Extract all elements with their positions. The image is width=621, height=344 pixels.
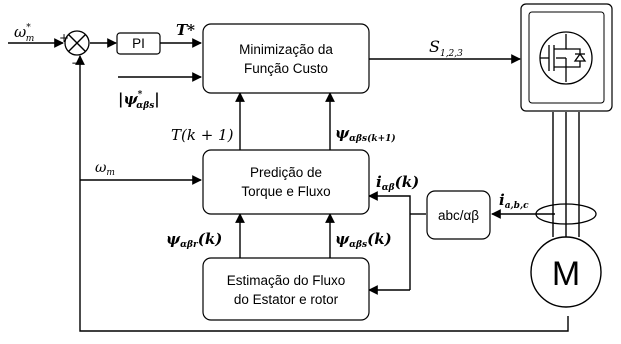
estimation-label-1: Estimação do Fluxo: [227, 273, 346, 288]
sum-plus-sign: +: [59, 31, 69, 45]
switching-states-label: S1,2,3: [429, 37, 463, 59]
summing-junction: [64, 30, 90, 56]
torque-prediction-label: T(k + 1): [171, 126, 234, 144]
flux-estimation-block: [202, 257, 370, 321]
cost-function-label-1: Minimização da: [239, 42, 333, 57]
prediction-block: [202, 149, 370, 215]
prediction-label-1: Predição de: [250, 165, 322, 180]
pi-label: PI: [132, 36, 145, 51]
motor-label: M: [552, 255, 580, 293]
speed-measure-label: ωm: [95, 160, 115, 178]
transistor-icon: [539, 31, 593, 85]
speed-ref-label: ω*m: [14, 23, 34, 44]
flux-ref-label: |ψ*αβs|: [118, 90, 160, 111]
current-sensor: [535, 203, 597, 225]
abc-alphabeta-block: [426, 190, 491, 240]
speed-feedback-wire: [75, 55, 569, 332]
flux-prediction-label: ψαβs(k+1): [335, 124, 396, 144]
pi-controller-block: [116, 32, 161, 55]
stator-flux-label: ψαβs(k): [335, 230, 392, 250]
rotor-flux-label: ψαβr(k): [166, 230, 222, 250]
phase-current-label: ia,b,c: [499, 191, 529, 211]
estimation-label-2: do Estator e rotor: [234, 292, 339, 307]
prediction-label-2: Torque e Fluxo: [241, 184, 330, 199]
current-to-prediction-wire: [368, 191, 411, 290]
torque-ref-label: T*: [176, 21, 195, 39]
cost-function-label-2: Função Custo: [244, 61, 328, 76]
cost-function-block: [202, 23, 370, 94]
inverter-block: [520, 3, 613, 112]
sum-minus-sign: −: [71, 56, 81, 70]
current-alphabeta-label: iαβ(k): [376, 173, 419, 193]
abc-alphabeta-label: abc/αβ: [438, 208, 479, 223]
motor-icon: [530, 236, 602, 308]
